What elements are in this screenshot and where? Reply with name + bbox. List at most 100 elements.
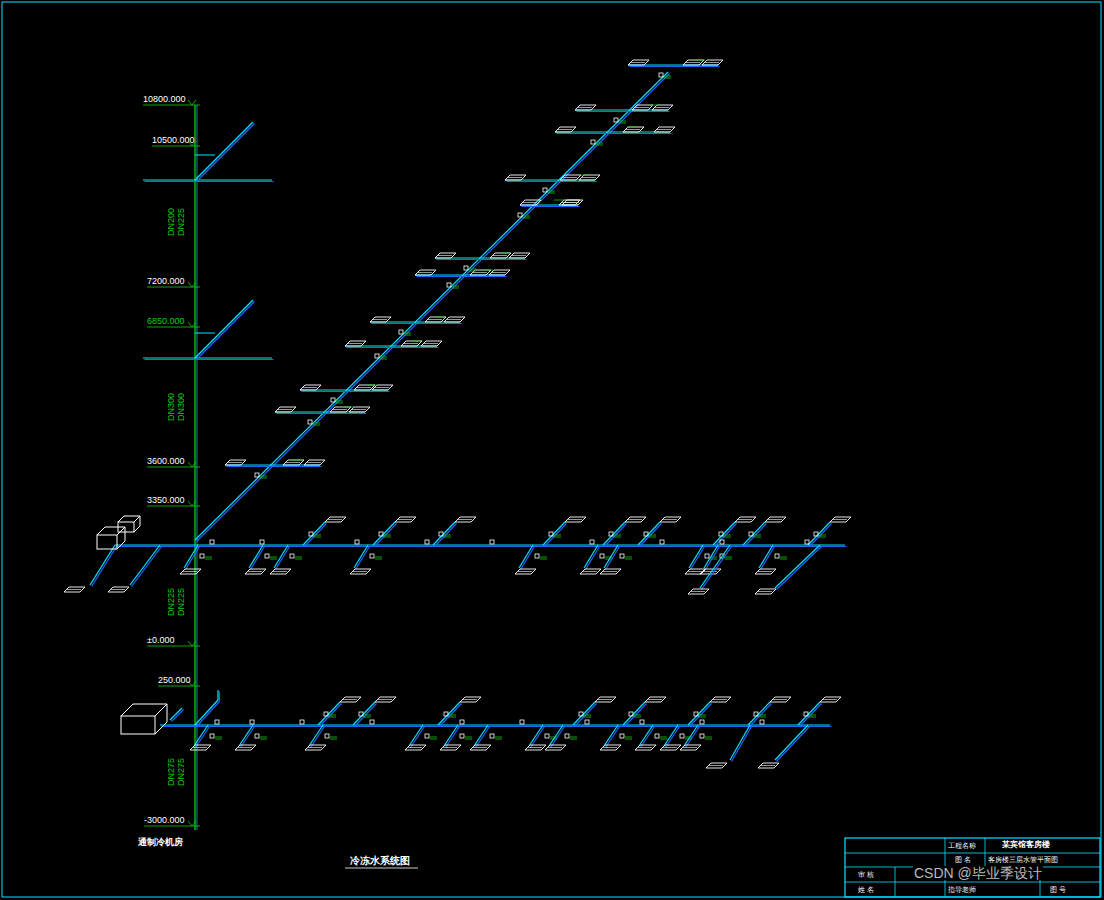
fan-coil-unit [755, 589, 776, 594]
title-block-text: 姓 名 [858, 886, 874, 893]
valve-mark [291, 460, 301, 461]
fan-coil-unit [820, 697, 841, 702]
fan-coil-unit [444, 317, 465, 322]
elevation-line [152, 146, 200, 147]
elevation-label: 3600.000 [147, 457, 185, 466]
pipe-return [777, 727, 810, 762]
valve-mark [452, 288, 459, 289]
valve-symbol [775, 554, 779, 558]
valve-mark [619, 123, 626, 124]
valve-mark [260, 476, 267, 477]
valve-symbol [210, 734, 214, 738]
valve-symbol [600, 554, 604, 558]
valve-mark [404, 335, 411, 336]
fan-coil-unit [623, 127, 644, 132]
fan-coil-detail [463, 699, 477, 700]
valve-mark [430, 737, 437, 738]
valve-mark [260, 739, 267, 740]
valve-symbol [255, 473, 259, 477]
valve-mark [313, 423, 320, 424]
pipe-size: DN200 [167, 208, 176, 236]
pipe-size: DN275 [167, 758, 176, 786]
pipe-return [92, 547, 117, 587]
fan-coil-unit [830, 517, 851, 522]
valve-mark [469, 271, 476, 272]
valve-mark [724, 535, 731, 536]
pipe-supply [664, 725, 678, 746]
valve-symbol [265, 554, 269, 558]
pipe-size: DN225 [177, 588, 186, 616]
fan-coil-unit [440, 745, 461, 750]
valve-mark [625, 739, 632, 740]
tank-symbol [121, 716, 155, 734]
fan-coil-detail [303, 387, 317, 388]
pipe-supply [573, 702, 595, 725]
fan-coil-detail [631, 62, 645, 63]
pipe-supply [195, 72, 668, 540]
fan-coil-detail [691, 591, 705, 592]
valve-mark [495, 737, 502, 738]
fan-coil-detail [333, 409, 347, 410]
fan-coil-detail [473, 272, 487, 273]
pipe-return [197, 74, 670, 542]
valve-mark [465, 739, 472, 740]
pipe-supply [195, 333, 215, 334]
fan-coil-detail [458, 519, 472, 520]
pipe-return [132, 547, 162, 587]
pipe-supply [623, 702, 645, 725]
valve-mark [205, 557, 212, 558]
pipe-return [277, 413, 367, 414]
pipe-return [606, 727, 620, 748]
pipe-supply [604, 545, 618, 568]
valve-mark [780, 557, 787, 558]
valve-mark [570, 737, 577, 738]
elevation-label: -3000.000 [144, 816, 185, 825]
fan-coil-detail [582, 177, 596, 178]
valve-symbol [754, 712, 758, 716]
fan-coil-detail [663, 747, 677, 748]
pipe-return [311, 727, 325, 748]
valve-mark [364, 715, 371, 716]
elevation-marker [188, 821, 196, 826]
valve-mark [270, 557, 277, 558]
fan-coil-unit [632, 105, 653, 110]
valve-symbol [425, 540, 429, 544]
valve-mark [554, 537, 561, 538]
title-block-line [845, 853, 1100, 854]
pipe-supply [194, 725, 208, 746]
fan-coil-unit [505, 175, 526, 180]
valve-symbol [250, 720, 254, 724]
valve-mark [625, 557, 632, 558]
fan-coil-detail [328, 519, 342, 520]
valve-mark [330, 739, 337, 740]
fan-coil-unit [525, 745, 546, 750]
fan-coil-unit [190, 745, 211, 750]
valve-mark [344, 407, 354, 408]
valve-symbol [804, 712, 808, 716]
valve-mark [634, 717, 641, 718]
pipe-return [276, 547, 290, 570]
valve-symbol [210, 540, 214, 544]
valve-symbol [300, 720, 304, 724]
fan-coil-unit [283, 460, 304, 465]
valve-symbol [629, 712, 633, 716]
fan-coil-detail [761, 765, 775, 766]
valve-mark [314, 535, 321, 536]
elevation-label: 6850.000 [147, 317, 185, 326]
pipe-return [355, 704, 377, 727]
tank-symbol [97, 535, 117, 549]
valve-symbol [399, 330, 403, 334]
fan-coil-detail [418, 272, 432, 273]
valve-mark [695, 60, 705, 61]
pipe-return [732, 727, 752, 762]
valve-mark [260, 478, 267, 479]
pipe-supply [529, 725, 543, 746]
valve-mark [523, 216, 530, 217]
fan-coil-unit [235, 745, 256, 750]
pipe-return [417, 276, 507, 277]
fan-coil-detail [528, 747, 542, 748]
valve-symbol [309, 532, 313, 536]
fan-coil-detail [523, 202, 537, 203]
pipe-return [715, 524, 737, 547]
valve-mark [295, 557, 302, 558]
